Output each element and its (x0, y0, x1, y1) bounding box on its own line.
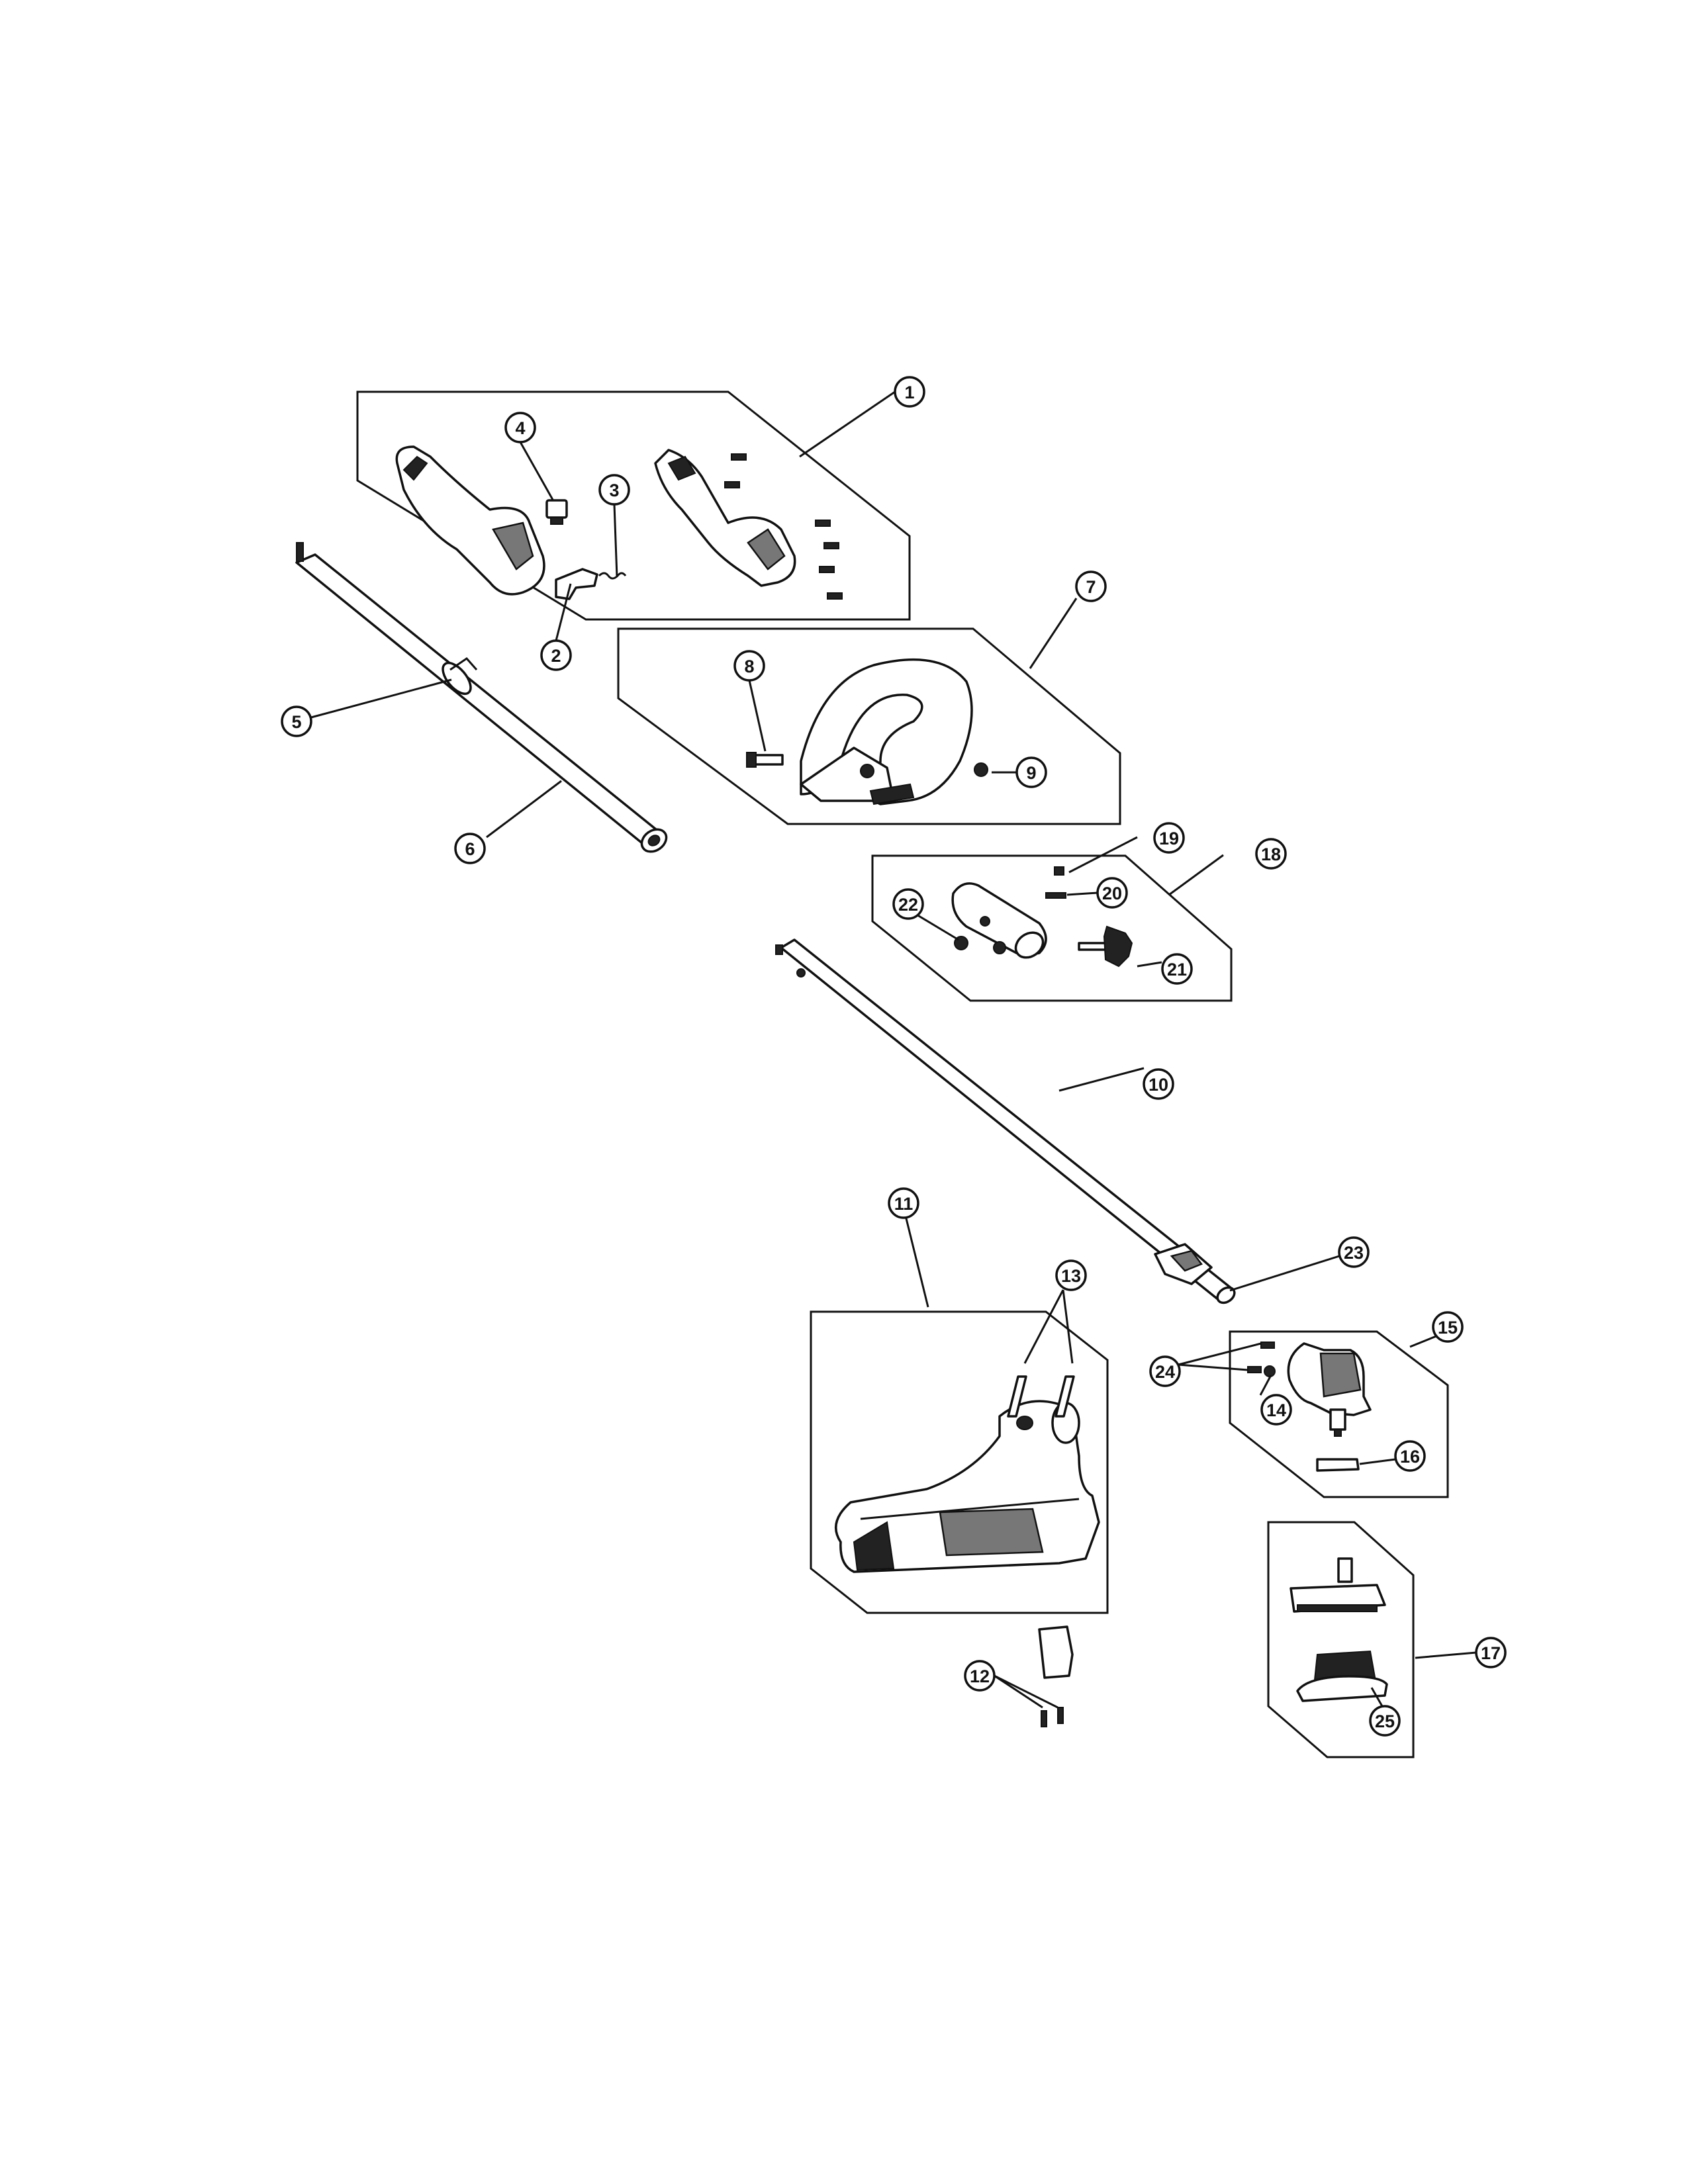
callout-20: 20 (1096, 877, 1128, 909)
svg-text:10: 10 (1149, 1075, 1168, 1095)
svg-text:9: 9 (1026, 763, 1036, 783)
svg-text:22: 22 (898, 895, 918, 915)
callout-16: 16 (1394, 1440, 1426, 1472)
callout-21: 21 (1161, 953, 1193, 985)
callout-10: 10 (1143, 1068, 1174, 1100)
callout-11: 11 (888, 1187, 919, 1219)
callout-9: 9 (1015, 756, 1047, 788)
assist-handle (800, 658, 973, 805)
spool-cover (1296, 1650, 1388, 1702)
svg-text:1: 1 (904, 383, 914, 402)
housing-screws (724, 453, 843, 600)
callout-15: 15 (1432, 1311, 1464, 1343)
svg-text:4: 4 (515, 418, 525, 438)
svg-text:8: 8 (744, 657, 754, 676)
group-outline-handle-housing (356, 390, 911, 621)
callout-17: 17 (1475, 1637, 1507, 1668)
spring (598, 572, 627, 580)
guard (835, 1400, 1100, 1573)
svg-text:13: 13 (1061, 1266, 1081, 1286)
handle-housing-right (654, 449, 796, 587)
callout-18: 18 (1255, 838, 1287, 870)
assist-handle-nut (974, 762, 988, 777)
coupler-knob (1078, 925, 1133, 968)
callout-8: 8 (733, 650, 765, 682)
callout-19: 19 (1153, 822, 1185, 854)
svg-text:11: 11 (894, 1194, 914, 1214)
assist-handle-bolt (746, 752, 784, 768)
svg-text:15: 15 (1438, 1318, 1458, 1338)
callout-24: 24 (1149, 1355, 1181, 1387)
callout-14: 14 (1260, 1394, 1292, 1426)
callout-22: 22 (892, 888, 924, 920)
gearbox-spacer (1316, 1458, 1360, 1472)
leader-lines (310, 390, 1477, 1709)
svg-text:16: 16 (1400, 1447, 1420, 1467)
svg-text:24: 24 (1155, 1362, 1175, 1382)
svg-text:12: 12 (970, 1666, 990, 1686)
svg-text:6: 6 (465, 839, 475, 859)
switch (545, 499, 568, 519)
callout-4: 4 (504, 412, 536, 443)
coupler-screw (1045, 892, 1066, 899)
hanger-ring (442, 657, 478, 696)
trigger (555, 568, 598, 600)
svg-text:7: 7 (1086, 577, 1096, 597)
svg-text:14: 14 (1266, 1400, 1286, 1420)
callout-12: 12 (964, 1660, 996, 1692)
svg-text:23: 23 (1344, 1243, 1364, 1263)
svg-text:17: 17 (1481, 1643, 1501, 1663)
callout-25: 25 (1369, 1705, 1401, 1737)
guard-shield (1038, 1625, 1074, 1727)
svg-text:2: 2 (551, 646, 561, 666)
handle-housing-left (395, 445, 545, 596)
gearbox-washer (1264, 1365, 1276, 1377)
coupler (951, 882, 1047, 959)
group-outline-gearbox (1229, 1330, 1449, 1498)
svg-text:21: 21 (1167, 960, 1187, 979)
group-outline-handle (617, 627, 1121, 825)
spool-hub (1289, 1557, 1386, 1613)
svg-text:20: 20 (1102, 884, 1122, 903)
svg-text:3: 3 (609, 480, 619, 500)
group-outline-coupler (871, 854, 1233, 1002)
svg-text:18: 18 (1261, 844, 1281, 864)
group-outline-guard (810, 1310, 1109, 1614)
svg-text:25: 25 (1375, 1711, 1395, 1731)
callout-2: 2 (540, 639, 572, 671)
callout-13: 13 (1055, 1259, 1087, 1291)
svg-text:5: 5 (291, 712, 301, 732)
callout-5: 5 (281, 705, 312, 737)
shaft-clamp (1154, 1243, 1213, 1285)
svg-text:19: 19 (1159, 829, 1179, 848)
callout-6: 6 (454, 833, 486, 864)
callout-7: 7 (1075, 570, 1107, 602)
group-outline-spool-head (1267, 1521, 1415, 1758)
callout-3: 3 (598, 474, 630, 506)
coupler-screw-small (1054, 866, 1064, 876)
callout-23: 23 (1338, 1236, 1370, 1268)
guard-screws (1007, 1375, 1075, 1418)
upper-shaft (295, 542, 668, 853)
callout-1: 1 (894, 376, 925, 408)
gearbox (1287, 1342, 1372, 1437)
